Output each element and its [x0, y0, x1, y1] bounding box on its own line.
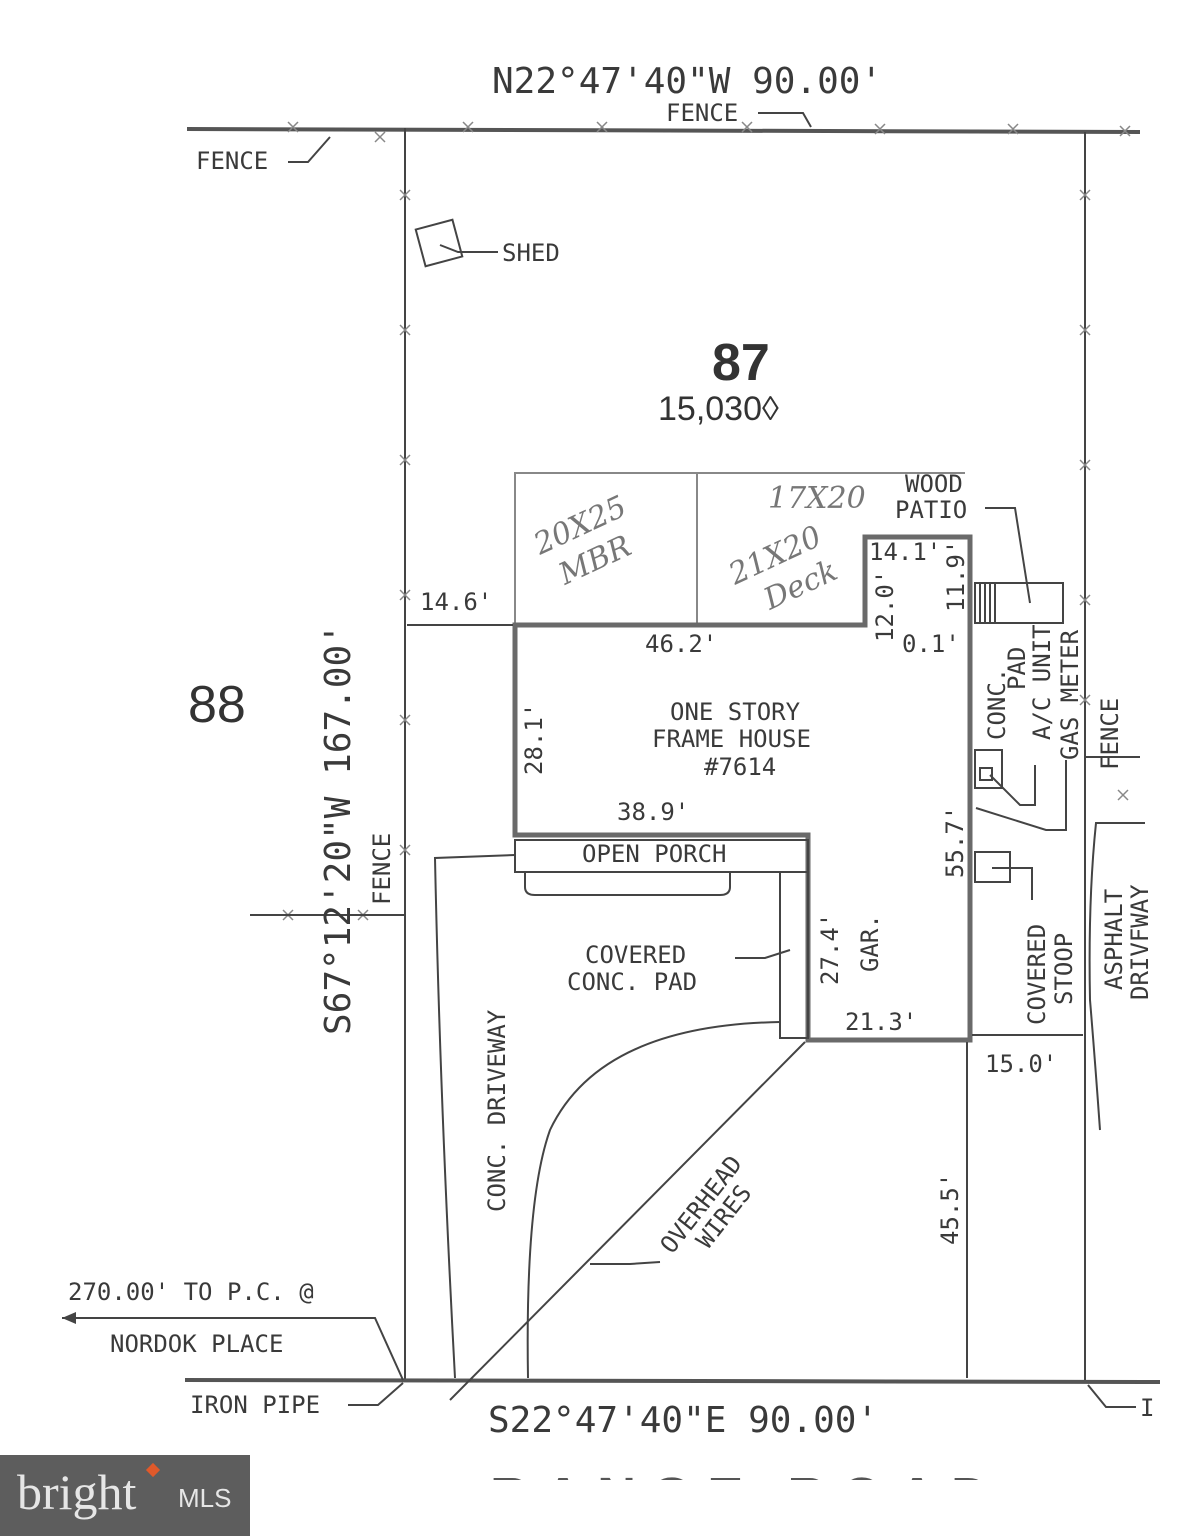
to-pc-arrow	[62, 1317, 404, 1381]
dim-right-depth: 55.7'	[941, 806, 969, 878]
bearing-bottom: S22°47'40"E 90.00'	[488, 1400, 878, 1441]
wood-patio-leader	[985, 507, 1031, 604]
shed-leader	[439, 244, 498, 253]
overhead-leader	[590, 1261, 661, 1265]
covered-stoop-label-2: STOOP	[1050, 933, 1078, 1005]
asphalt-driveway-edge	[1088, 822, 1145, 1131]
dim-offset-left: 12.0'	[871, 570, 899, 642]
asphalt-label-1: ASPHALT	[1100, 889, 1128, 990]
covered-pad-label-2: CONC. PAD	[567, 968, 697, 996]
conc-pad-label-2: PAD	[1003, 647, 1031, 690]
to-pc-label: 270.00' TO P.C. @	[68, 1278, 314, 1306]
dim-right-setback: 15.0'	[985, 1050, 1057, 1078]
iron-pipe-leader	[348, 1382, 404, 1406]
house-label-2: FRAME HOUSE	[652, 725, 811, 753]
fence-top-label: FENCE	[666, 99, 738, 127]
conc-pad-label-1: CONC.	[983, 668, 1011, 740]
addition-outline	[514, 472, 965, 625]
logo-suffix: MLS	[178, 1483, 232, 1513]
porch-step	[524, 872, 731, 896]
fence-marks	[250, 121, 1140, 921]
ac-unit-label: A/C UNIT	[1028, 624, 1056, 740]
fence-top-leader	[758, 112, 812, 128]
dim-rear-width: 46.2'	[645, 630, 717, 658]
arrow-left-icon	[62, 1312, 76, 1324]
dim-offset-small: 0.1'	[902, 630, 960, 658]
gas-meter-label: GAS METER	[1056, 629, 1084, 760]
dim-garage-width: 21.3'	[845, 1008, 917, 1036]
fence-left-top-label: FENCE	[196, 147, 268, 175]
ac-pad-shape	[974, 749, 1003, 789]
nordok-label: NORDOK PLACE	[110, 1330, 283, 1358]
dim-front-width: 38.9'	[617, 798, 689, 826]
handwritten-patio-size: 17X20	[768, 481, 866, 516]
dim-garage-depth: 27.4'	[816, 913, 844, 985]
bright-mls-logo: bright MLS	[0, 1455, 250, 1536]
patio-steps	[979, 583, 996, 623]
wood-patio-label-2: PATIO	[895, 496, 967, 524]
dim-left-depth: 28.1'	[520, 703, 548, 775]
logo-brand: bright	[17, 1464, 137, 1520]
covered-stoop-label-1: COVERED	[1023, 924, 1051, 1025]
shed-shape	[414, 218, 464, 268]
fence-left-top-leader	[288, 136, 331, 163]
adjacent-lot-number: 88	[188, 676, 246, 734]
ac-unit-shape	[979, 767, 993, 781]
open-porch-label: OPEN PORCH	[582, 840, 727, 868]
driveway-curve	[526, 1021, 781, 1379]
road-name-clip: RANGE ROAD	[490, 1467, 990, 1527]
driveway-left-edge	[433, 854, 516, 1379]
house-outline	[512, 534, 973, 1043]
lot-area: 15,030◊	[658, 390, 779, 428]
fence-left-label: FENCE	[368, 833, 396, 905]
garage-label: GAR.	[856, 914, 884, 972]
dim-offset-top: 14.1'	[869, 538, 941, 566]
covered-pad-label-1: COVERED	[585, 941, 686, 969]
iron-pipe-right-leader	[1087, 1384, 1136, 1408]
dim-front-setback: 45.5'	[936, 1173, 964, 1245]
bearing-left: S67°12'20"W 167.00'	[318, 623, 359, 1035]
wood-patio-shape	[974, 582, 1064, 624]
covered-pad-shape	[779, 871, 809, 1039]
conc-driveway-label: CONC. DRIVEWAY	[483, 1009, 511, 1212]
covered-pad-leader	[735, 949, 791, 959]
ac-gas-leaders	[975, 760, 1067, 831]
asphalt-label-2: DRIVFWAY	[1126, 884, 1154, 1000]
house-label-3: #7614	[704, 753, 776, 781]
covered-stoop-leader	[992, 867, 1033, 900]
iron-pipe-right-label: I	[1140, 1394, 1154, 1422]
road-name: RANGE ROAD	[490, 1467, 990, 1527]
wood-patio-label-1: WOOD	[905, 470, 963, 498]
lot-number: 87	[712, 334, 770, 392]
shed-label: SHED	[502, 239, 560, 267]
iron-pipe-label: IRON PIPE	[190, 1391, 320, 1419]
house-label-1: ONE STORY	[670, 698, 801, 726]
fence-right-label: FENCE	[1096, 698, 1124, 770]
logo-star-icon	[145, 1462, 161, 1478]
bearing-top: N22°47'40"W 90.00'	[492, 61, 882, 102]
dim-left-setback: 14.6'	[420, 588, 492, 616]
overhead-wires-line	[449, 1041, 806, 1401]
dim-offset-right: 11.9'	[942, 540, 970, 612]
